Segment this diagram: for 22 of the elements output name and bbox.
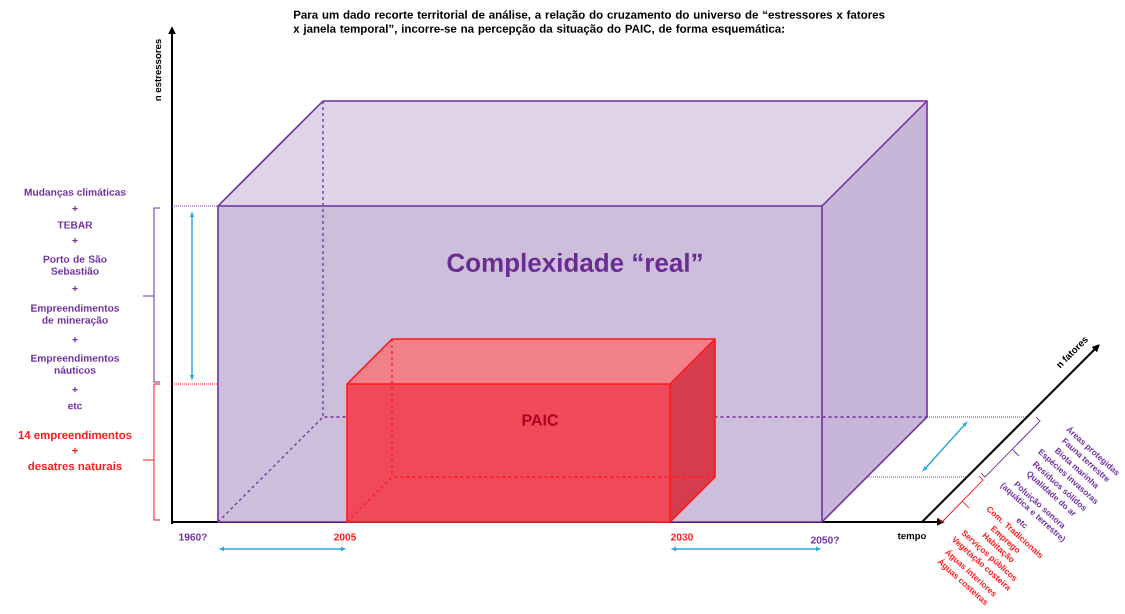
- stressor-label: Empreendimentos náuticos: [31, 354, 120, 374]
- title: Para um dado recorte territorial de análise, a relação do cruzamento do universo de “estressores x fatores x janela temporal”, incorre-se na percepção da situação do PAIC, de forma esquemática:: [293, 10, 885, 35]
- year-label: 2030: [671, 533, 693, 541]
- stressor-label: Porto de São Sebastião: [43, 255, 107, 275]
- plus-sign: +: [72, 238, 78, 244]
- stressor-label: Mudanças climáticas: [24, 188, 126, 198]
- axis-label: n estressores: [154, 39, 162, 101]
- axis-label: tempo: [897, 532, 927, 542]
- year-label: 2005: [334, 533, 357, 541]
- plus-sign: +: [72, 387, 78, 393]
- stressor-label: 14 empreendimentos: [18, 430, 132, 442]
- plus-sign: +: [72, 286, 78, 292]
- year-label: 2050?: [810, 536, 839, 544]
- cuboid: PAIC: [346, 338, 716, 523]
- stressor-label: etc: [68, 402, 83, 410]
- plus-sign: +: [72, 206, 78, 212]
- stressor-label: desatres naturais: [28, 461, 122, 471]
- year-label: 1960?: [179, 533, 207, 541]
- plus-sign: +: [72, 447, 78, 454]
- stressor-label: TEBAR: [57, 221, 93, 229]
- stressor-label: Empreendimentos de mineração: [31, 304, 120, 326]
- plus-sign: +: [72, 337, 78, 343]
